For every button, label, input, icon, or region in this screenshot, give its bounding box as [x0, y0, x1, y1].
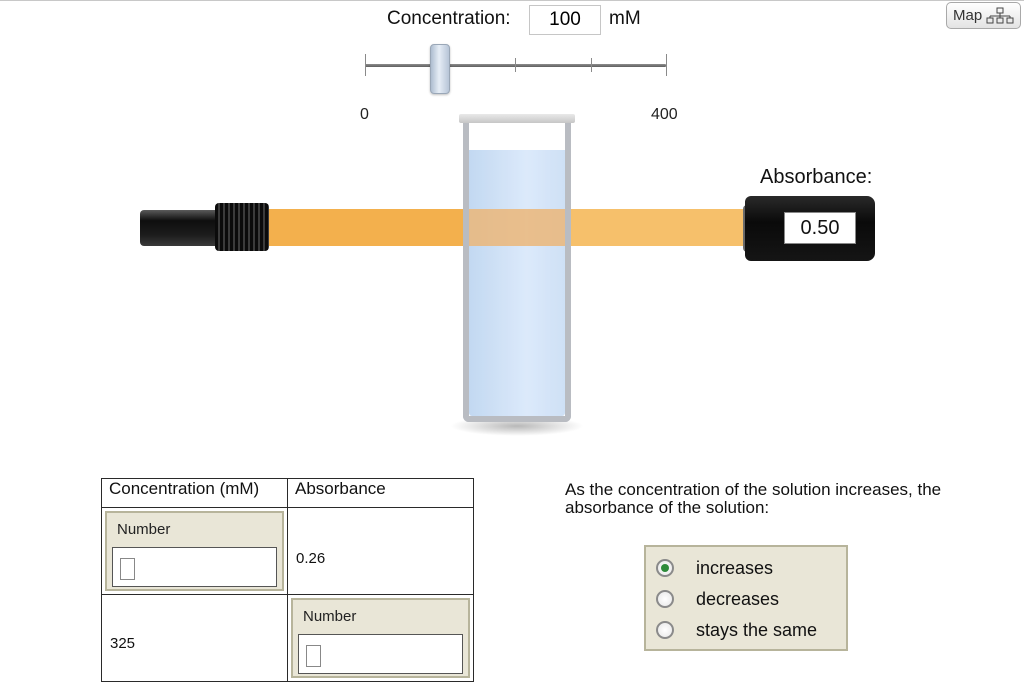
- question-text: As the concentration of the solution inc…: [565, 480, 942, 517]
- data-table: Concentration (mM) Absorbance Number 0.2…: [101, 478, 474, 682]
- absorbance-answer-hint: Number: [303, 608, 357, 625]
- option-decreases[interactable]: decreases: [656, 587, 779, 611]
- radio-button-selected[interactable]: [656, 559, 674, 577]
- slider-tick: [591, 58, 592, 72]
- slider-tick: [515, 58, 516, 72]
- table-row: Number 0.26: [101, 507, 474, 595]
- concentration-cell: 325: [101, 594, 288, 682]
- column-header-absorbance: Absorbance: [287, 478, 474, 508]
- option-label: increases: [696, 557, 774, 578]
- beam-in-solution: [469, 209, 565, 246]
- cuvette: [463, 117, 571, 422]
- concentration-unit: mM: [609, 8, 641, 29]
- concentration-label: Concentration:: [387, 8, 511, 29]
- concentration-value: 325: [110, 635, 136, 652]
- absorbance-cell: Number: [287, 594, 474, 682]
- light-source: [140, 210, 220, 246]
- option-label: decreases: [696, 588, 780, 609]
- absorbance-readout: 0.50: [784, 212, 856, 244]
- radio-button[interactable]: [656, 621, 674, 639]
- slider-tick-min: [365, 54, 366, 76]
- transmitted-beam: [568, 209, 755, 246]
- slider-tick-max: [666, 54, 667, 76]
- absorbance-label: Absorbance:: [760, 166, 873, 188]
- slider-max-label: 400: [651, 106, 678, 123]
- absorbance-cell: 0.26: [287, 507, 474, 595]
- concentration-cell: Number: [101, 507, 288, 595]
- sitemap-icon: [986, 7, 1014, 23]
- slider-thumb[interactable]: [430, 44, 450, 94]
- solution: [469, 150, 565, 416]
- absorbance-value: 0.26: [296, 550, 326, 567]
- map-label: Map: [953, 7, 983, 24]
- radio-button[interactable]: [656, 590, 674, 608]
- concentration-answer-hint: Number: [117, 521, 171, 538]
- concentration-slider[interactable]: [365, 40, 667, 96]
- column-header-concentration: Concentration (mM): [101, 478, 288, 508]
- option-stays-the-same[interactable]: stays the same: [656, 618, 817, 642]
- top-border: [0, 0, 1024, 1]
- option-increases[interactable]: increases: [656, 556, 773, 580]
- absorbance-answer-input[interactable]: [298, 634, 463, 674]
- map-button[interactable]: Map: [946, 2, 1021, 29]
- concentration-answer-panel: Number: [105, 511, 284, 591]
- table-row: 325 Number: [101, 594, 474, 682]
- concentration-input[interactable]: [529, 5, 601, 35]
- light-source-grip: [215, 203, 269, 251]
- table-header-row: Concentration (mM) Absorbance: [101, 478, 474, 508]
- absorbance-answer-panel: Number: [291, 598, 470, 678]
- slider-min-label: 0: [360, 106, 369, 123]
- concentration-answer-input[interactable]: [112, 547, 277, 587]
- answer-options: increases decreases stays the same: [644, 545, 848, 651]
- option-label: stays the same: [696, 619, 818, 640]
- selected-dot-icon: [661, 564, 669, 572]
- cuvette-rim: [459, 114, 575, 123]
